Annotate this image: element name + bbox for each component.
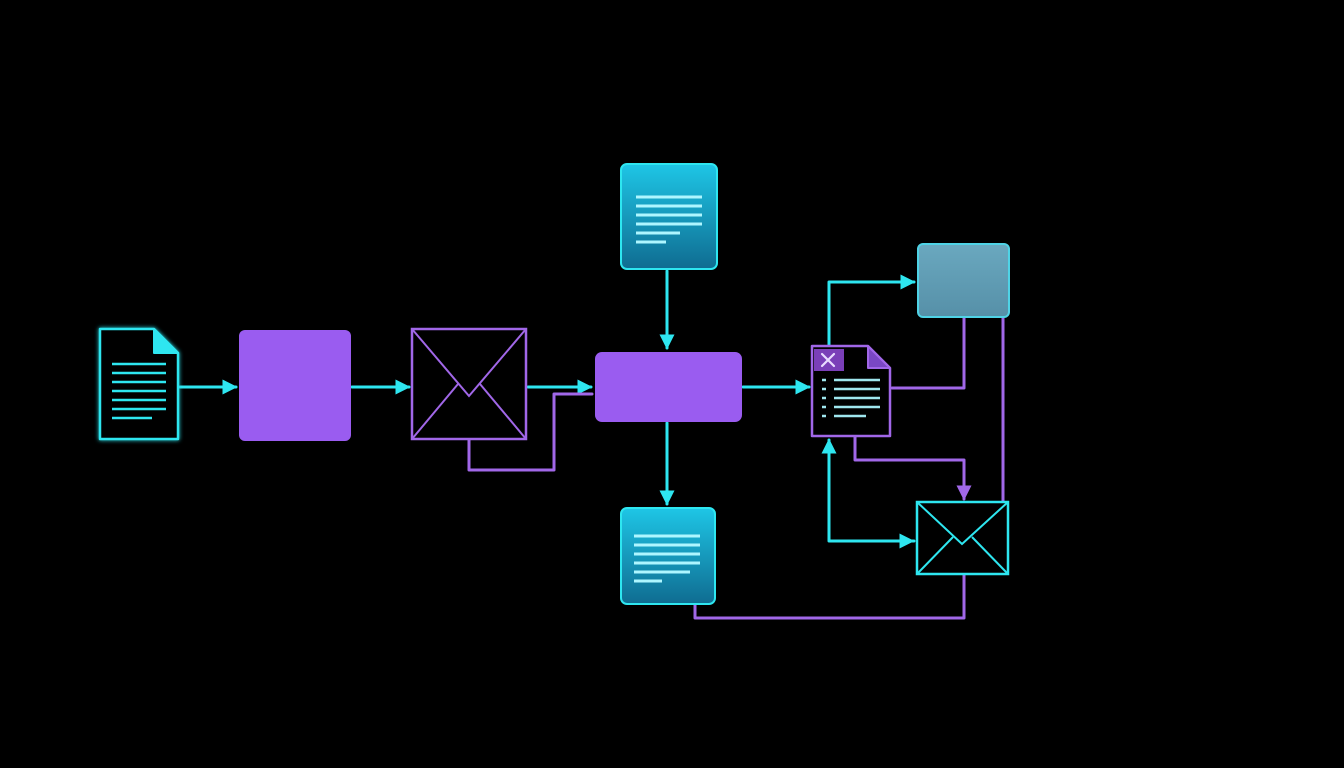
- edge-output-to-rejected: [890, 316, 966, 390]
- card-lines: [636, 195, 702, 244]
- central-process-block[interactable]: [595, 352, 742, 422]
- close-icon: [820, 352, 836, 368]
- source-document-icon[interactable]: [98, 327, 180, 441]
- top-document-card[interactable]: [620, 163, 718, 270]
- document-lines: [112, 362, 166, 420]
- envelope-2-icon[interactable]: [915, 500, 1010, 576]
- edge-envelope2-to-rejected: [821, 438, 916, 543]
- envelope-1-icon[interactable]: [410, 327, 528, 441]
- document-lines: [822, 378, 880, 418]
- output-block[interactable]: [917, 243, 1010, 318]
- connectors: [178, 269, 1005, 620]
- bottom-document-card[interactable]: [620, 507, 716, 605]
- edge-bottomcard-to-envelope2: [693, 573, 966, 620]
- card-lines: [634, 534, 700, 583]
- edge-envelope1-elbow: [467, 392, 594, 472]
- process-block-1[interactable]: [239, 330, 351, 441]
- rejected-document-icon[interactable]: [810, 344, 892, 438]
- edge-rejected-to-envelope2: [853, 435, 972, 501]
- edge-rejected-to-output: [827, 274, 916, 347]
